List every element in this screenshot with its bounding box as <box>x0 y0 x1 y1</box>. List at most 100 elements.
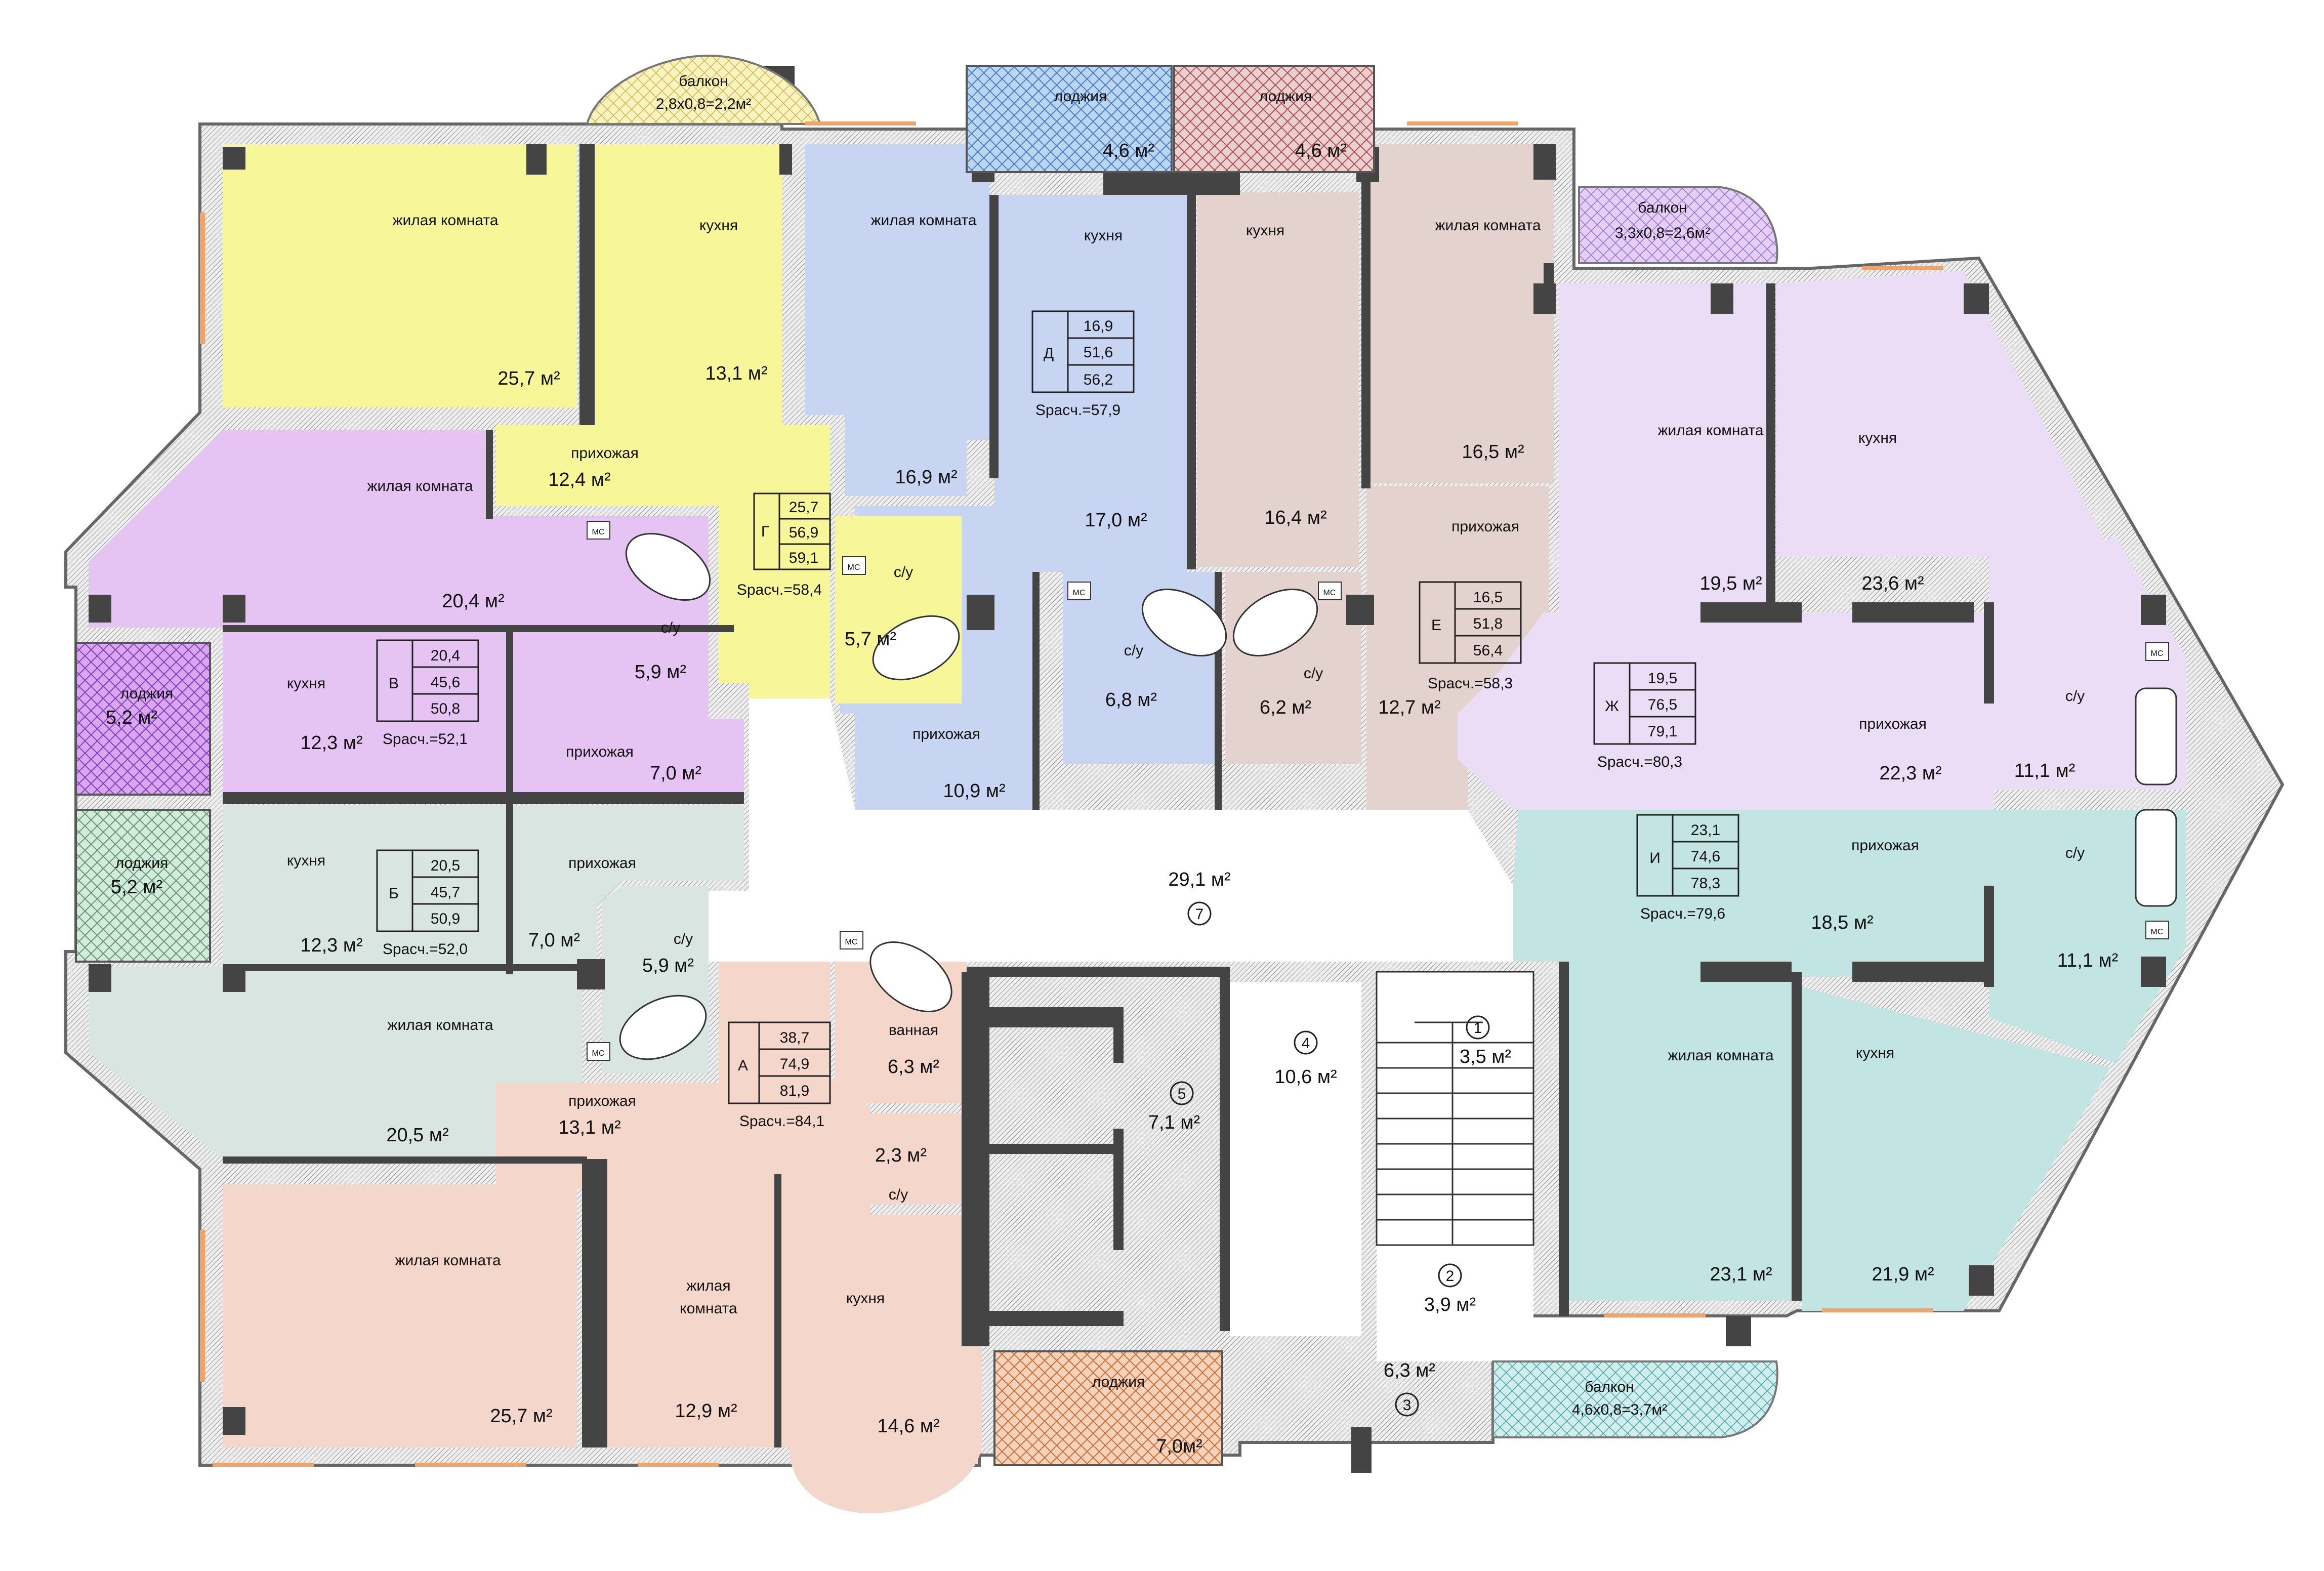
zh-kitchen-area: 23,6 м² <box>1861 573 1924 594</box>
corridor-num: 7 <box>1195 906 1204 923</box>
d-kitchen-area: 17,0 м² <box>1085 510 1147 531</box>
apt-b-letter: Б <box>389 885 399 902</box>
apt-e-v1: 16,5 <box>1473 589 1503 606</box>
stair-1-num: 1 <box>1474 1020 1482 1037</box>
b-hallway <box>511 805 744 967</box>
mc-markers: МС МС МС МС МС МС МС МС <box>587 521 2169 1061</box>
apt-zh-v1: 19,5 <box>1648 670 1677 687</box>
a-living-room-2 <box>607 1174 774 1448</box>
g-bath-label: с/у <box>661 619 680 636</box>
e-hall-area: 12,7 м² <box>1378 697 1440 718</box>
loggia-bottom <box>993 1350 1223 1466</box>
e-kitchen-area: 16,4 м² <box>1264 507 1326 528</box>
i-kitchen-label: кухня <box>1856 1045 1894 1061</box>
b-hall-area: 7,0 м² <box>528 930 580 951</box>
e-living-label: жилая комната <box>1435 217 1541 234</box>
g-hallway <box>496 425 830 698</box>
loggia-top-2-label: лоджия <box>1259 88 1312 105</box>
apartment-a <box>223 916 982 1513</box>
mc-a: МС <box>845 938 858 946</box>
lobby-3-area: 6,3 м² <box>1384 1360 1435 1381</box>
a-living2-label1: жилая <box>686 1277 730 1294</box>
apt-zh-letter: Ж <box>1605 698 1619 715</box>
d-kitchen-label: кухня <box>1084 227 1123 244</box>
apt-b-s: Spacч.=52,0 <box>383 941 468 958</box>
a-bathroom-label: ванная <box>889 1022 938 1039</box>
d-hall-area: 10,9 м² <box>943 780 1005 802</box>
i-hall-area: 18,5 м² <box>1811 912 1873 933</box>
apartment-e <box>1197 144 1554 810</box>
apt-d-s: Spacч.=57,9 <box>1035 402 1120 419</box>
a-bathroom-area: 6,3 м² <box>888 1056 939 1078</box>
stairwell <box>1377 972 1533 1361</box>
zh-hallway <box>1458 612 1994 810</box>
loggia-top-2-area: 4,6 м² <box>1295 140 1347 161</box>
apt-b-v2: 45,7 <box>431 884 460 901</box>
i-hallway <box>1513 810 1989 977</box>
loggia-top-1-label: лоджия <box>1054 88 1107 105</box>
zh-hall-area: 22,3 м² <box>1879 763 1941 784</box>
g-kitchen-area: 13,1 м² <box>705 363 767 384</box>
zh-kitchen-label: кухня <box>1858 430 1897 446</box>
common-corridor <box>709 698 1513 962</box>
apt-e-v2: 51,8 <box>1473 615 1503 632</box>
apartment-g <box>223 144 830 719</box>
d-bath-label: с/у <box>894 564 913 581</box>
v-living-label: жилая комната <box>367 478 473 494</box>
d-living-label: жилая комната <box>870 212 976 229</box>
common-spaces: 29,1 м² 7 1 3,5 м² 2 3,9 м² 6,3 м² 3 4 1… <box>1148 869 1511 1417</box>
loggia-left-2 <box>75 809 211 963</box>
e-living-room <box>1366 144 1554 483</box>
loggia-top-2 <box>1173 65 1375 173</box>
b-hall-label: прихожая <box>568 855 636 872</box>
b-kitchen <box>223 805 506 967</box>
v-kitchen-area: 12,3 м² <box>300 732 362 754</box>
d-bath2-label: с/у <box>1124 642 1143 659</box>
apt-g-v1: 25,7 <box>789 499 818 516</box>
apartment-v <box>89 430 744 792</box>
a-hallway <box>496 921 870 1215</box>
apt-b-stats: Б 20,5 45,7 50,9 Spacч.=52,0 <box>376 849 479 958</box>
v-kitchen <box>223 630 506 792</box>
a-living1-label: жилая комната <box>395 1252 501 1269</box>
g-hall-label: прихожая <box>571 445 639 462</box>
g-living-label: жилая комната <box>392 212 498 229</box>
apt-i-v2: 74,6 <box>1691 848 1720 865</box>
a-kitchen <box>779 1215 982 1513</box>
v-kitchen-label: кухня <box>287 675 325 692</box>
apt-v-v1: 20,4 <box>431 647 460 664</box>
loggia-left-1-label: лоджия <box>120 685 173 702</box>
corridor-area: 29,1 м² <box>1168 869 1230 890</box>
loggia-left-2-label: лоджия <box>115 855 168 872</box>
apt-i-v3: 78,3 <box>1691 875 1720 892</box>
apt-zh-v2: 76,5 <box>1648 696 1677 713</box>
b-kitchen-label: кухня <box>287 852 325 869</box>
a-kitchen-label: кухня <box>846 1290 885 1307</box>
apt-v-letter: В <box>389 675 399 692</box>
room-4 <box>1230 982 1361 1336</box>
loggia-left-2-area: 5,2 м² <box>111 877 162 898</box>
b-kitchen-area: 12,3 м² <box>300 935 362 956</box>
zh-living-area: 19,5 м² <box>1699 573 1762 594</box>
windows <box>200 121 1943 1467</box>
e-hallway <box>1366 486 1549 810</box>
g-hall-area: 12,4 м² <box>548 469 610 490</box>
mc-zh: МС <box>2151 649 2164 658</box>
balcony-bottom-label: балкон <box>1585 1379 1634 1395</box>
i-living-room <box>1559 977 1792 1301</box>
a-hall-label: прихожая <box>568 1093 636 1109</box>
d-hall-label: прихожая <box>912 726 980 742</box>
d-living-area: 16,9 м² <box>895 467 957 488</box>
apt-b-v3: 50,9 <box>431 911 460 927</box>
apt-v-v2: 45,6 <box>431 674 460 691</box>
mc-g: МС <box>592 528 605 536</box>
i-bath-label: с/у <box>2065 845 2085 861</box>
apt-d-v1: 16,9 <box>1084 318 1113 335</box>
fixtures <box>619 532 2177 1060</box>
loggia-top-1 <box>966 65 1173 173</box>
d-bath-area: 5,7 м² <box>845 629 896 650</box>
a-wc-label: с/у <box>889 1186 908 1203</box>
i-living-area: 23,1 м² <box>1710 1264 1772 1285</box>
b-living-room <box>89 967 582 1159</box>
